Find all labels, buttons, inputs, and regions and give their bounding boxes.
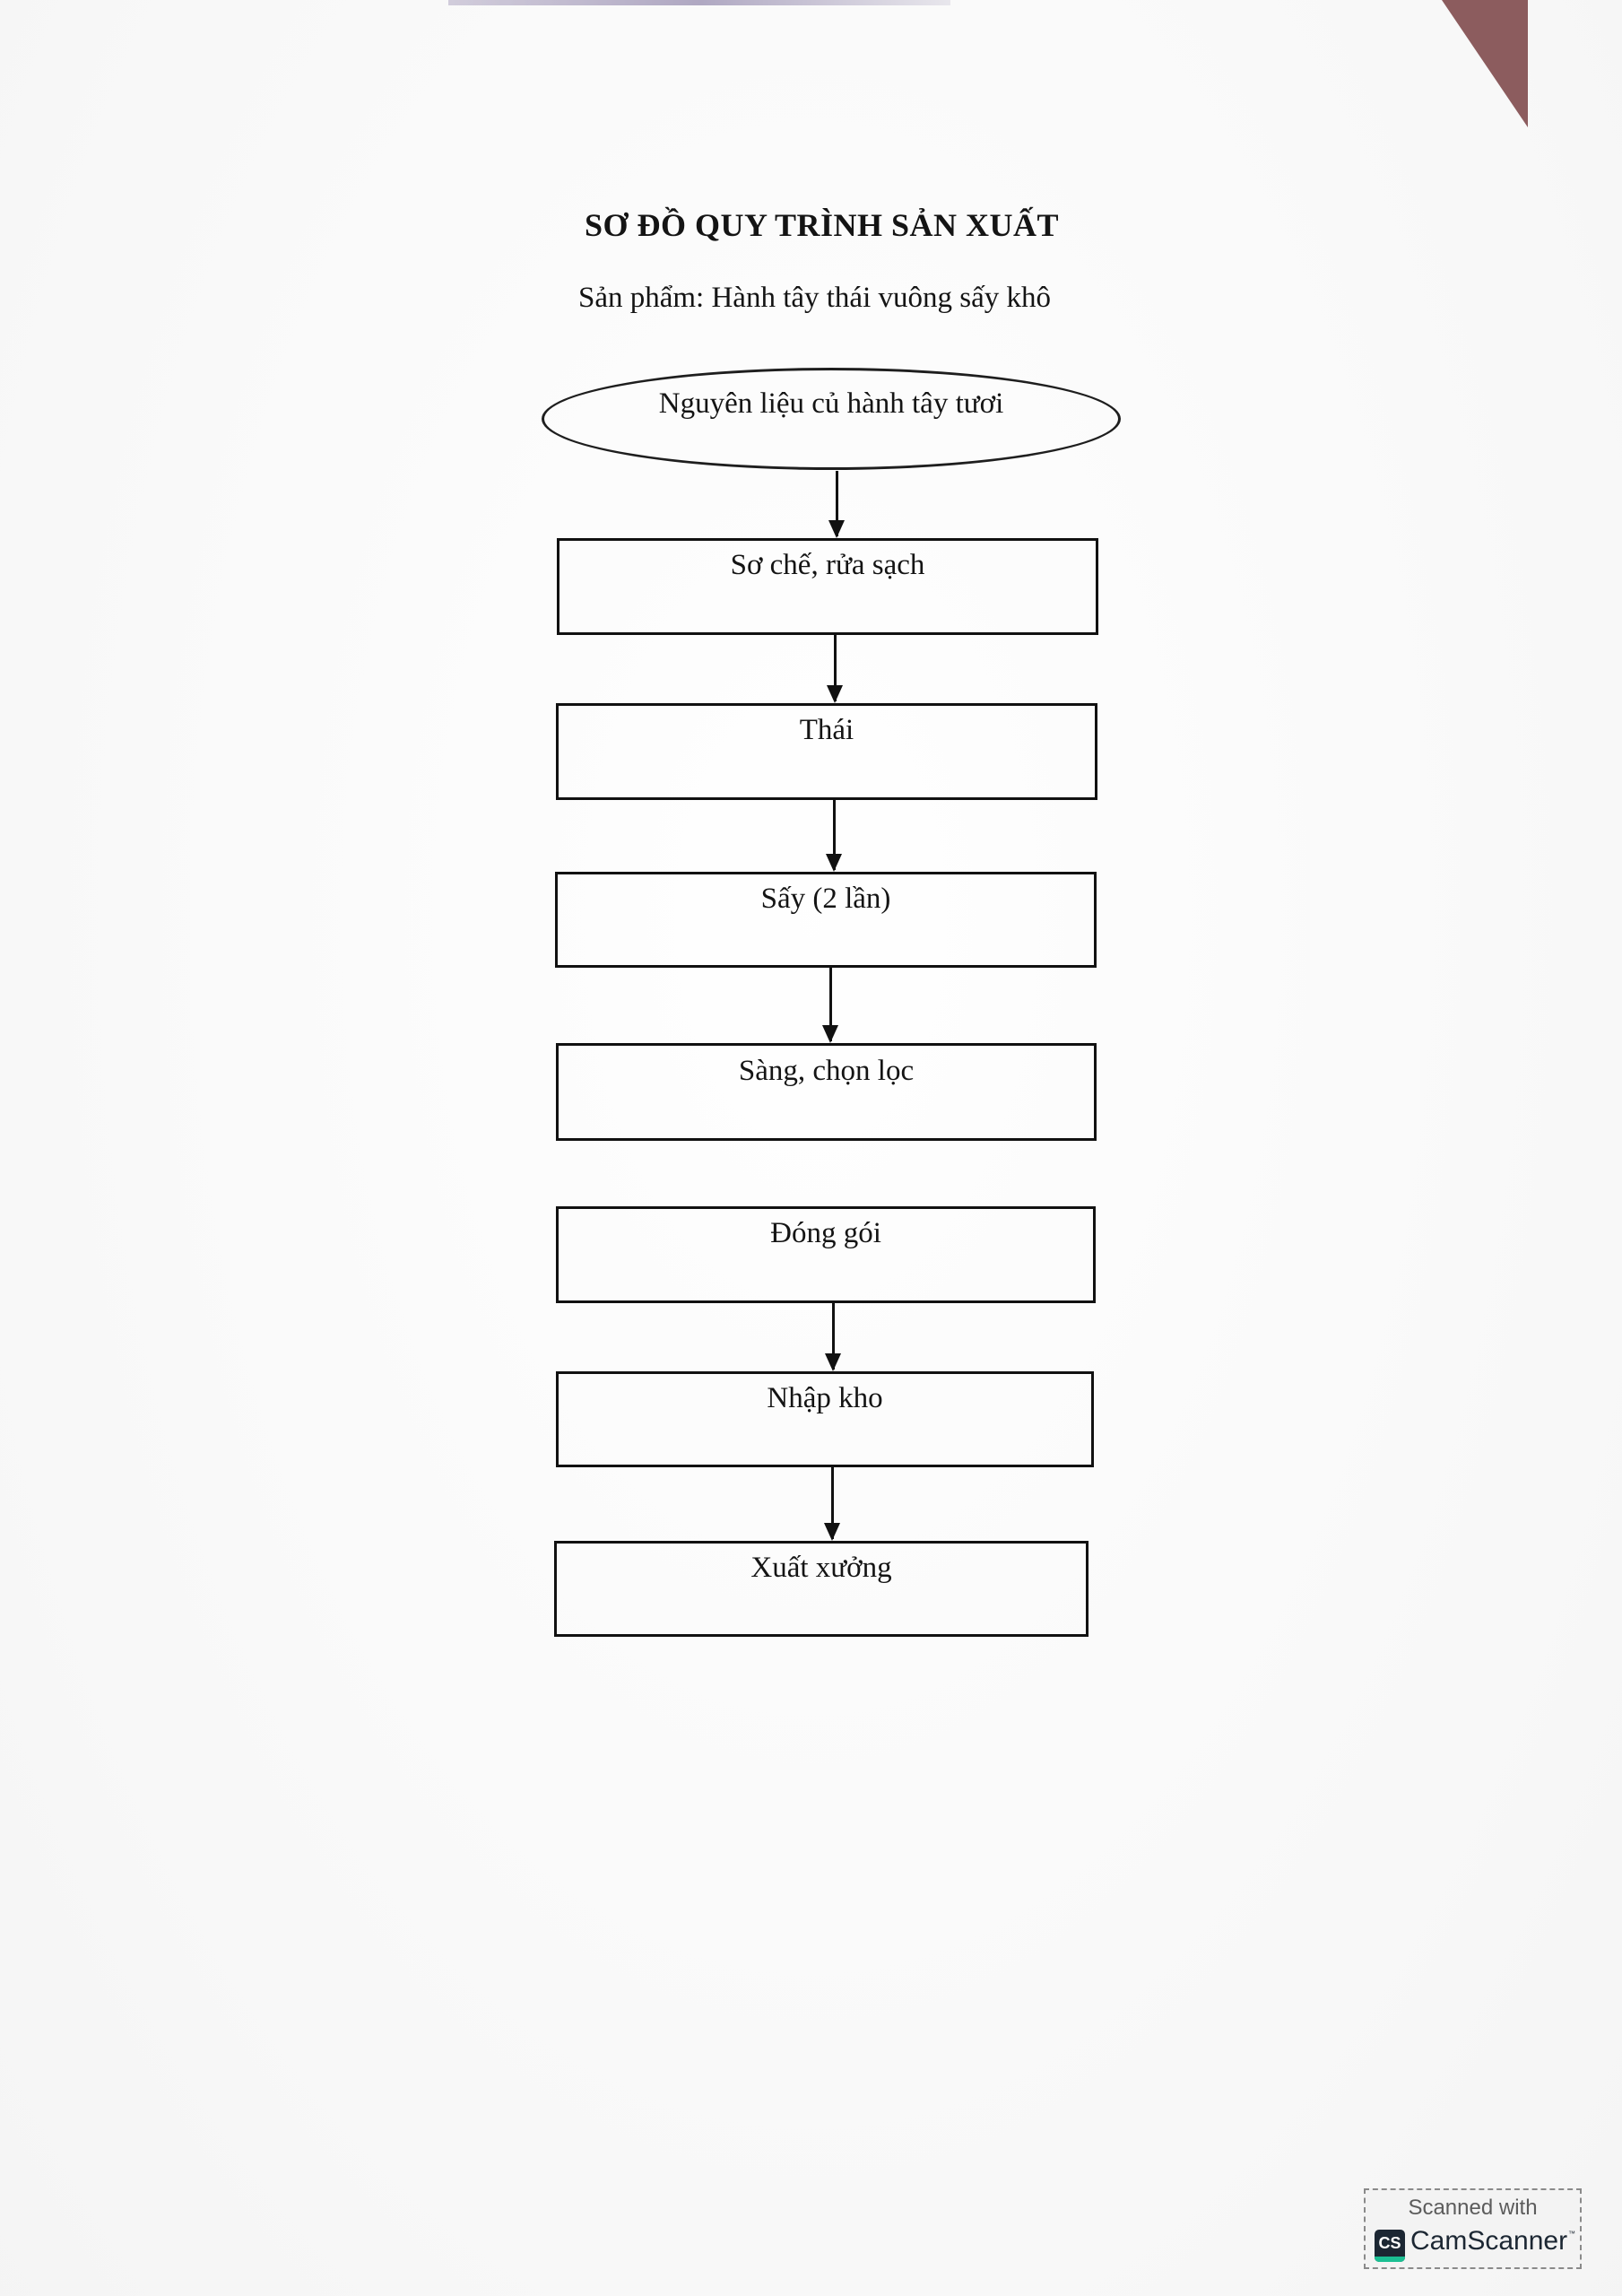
flow-start-label: Nguyên liệu củ hành tây tươi xyxy=(658,387,1004,420)
flow-step-box xyxy=(555,872,1097,968)
flow-step-box xyxy=(554,1541,1089,1637)
arrow-icon xyxy=(826,800,842,872)
watermark-brand: CamScanner xyxy=(1410,2226,1568,2256)
camscanner-logo-icon: CS xyxy=(1375,2230,1405,2262)
flow-step-label: Đóng gói xyxy=(770,1217,881,1249)
flow-step-box xyxy=(557,538,1098,635)
flow-step-box xyxy=(556,1043,1097,1141)
flow-step-label: Xuất xưởng xyxy=(750,1552,892,1584)
document-subtitle: Sản phẩm: Hành tây thái vuông sấy khô xyxy=(577,282,1051,314)
flow-step-label: Sấy (2 lần) xyxy=(760,883,891,915)
page-corner-fold xyxy=(1442,0,1528,127)
watermark-caption: Scanned with xyxy=(1408,2196,1538,2220)
trademark-symbol: ™ xyxy=(1568,2230,1575,2238)
flow-step-label: Sơ chế, rửa sạch xyxy=(730,549,925,581)
scan-edge-artifact xyxy=(448,0,950,5)
camscanner-watermark: Scanned with CS CamScanner ™ xyxy=(1364,2188,1582,2269)
flow-step-box xyxy=(556,703,1097,800)
flow-step-box xyxy=(556,1206,1096,1303)
flow-step-box xyxy=(556,1371,1094,1467)
arrow-icon xyxy=(822,968,838,1043)
flow-step-label: Sàng, chọn lọc xyxy=(738,1055,915,1087)
arrow-icon xyxy=(824,1467,840,1541)
document-title: SƠ ĐỒ QUY TRÌNH SẢN XUẤT xyxy=(584,207,1060,243)
arrow-icon xyxy=(827,635,843,703)
arrow-icon xyxy=(825,1303,841,1371)
flow-step-label: Nhập kho xyxy=(767,1382,883,1414)
flow-start-ellipse xyxy=(542,368,1121,470)
arrow-icon xyxy=(828,471,845,538)
flow-step-label: Thái xyxy=(799,714,854,746)
